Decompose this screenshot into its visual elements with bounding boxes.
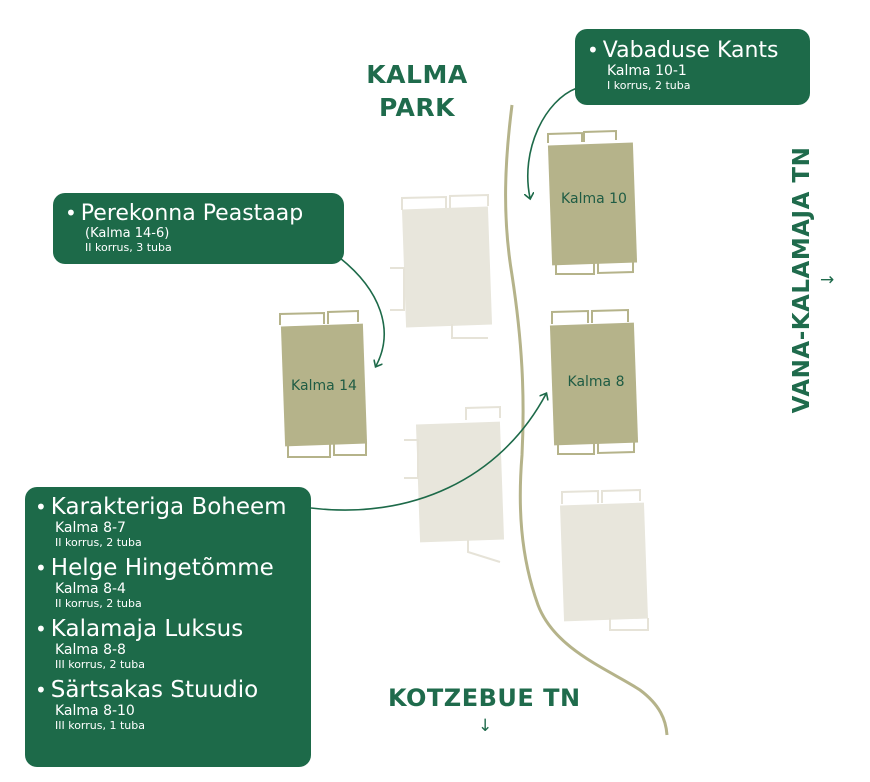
- unit-address: (Kalma 14-6): [85, 226, 170, 241]
- callout-vabaduse-kants[interactable]: Vabaduse Kants Kalma 10-1 I korrus, 2 tu…: [575, 29, 810, 105]
- vana-kalamaja-street-label: VANA-KALAMAJA TN: [789, 146, 815, 414]
- unit-address: Kalma 8-8: [55, 642, 126, 658]
- walking-path: [504, 104, 669, 736]
- unit-title: Perekonna Peastaap: [65, 201, 332, 226]
- building-label-kalma-14: Kalma 14: [291, 378, 357, 394]
- building-kalma-10[interactable]: [547, 129, 638, 275]
- unit-address: Kalma 8-10: [55, 703, 135, 719]
- unit-title: Särtsakas Stuudio: [35, 678, 301, 703]
- building-other-south: [560, 488, 649, 631]
- unit-title: Karakteriga Boheem: [35, 495, 301, 520]
- arrow-perekonna-to-kalma14: [339, 257, 385, 366]
- vana-kalamaja-arrow-icon: →: [820, 270, 835, 290]
- kotzebue-street-label: KOTZEBUE TN: [388, 684, 581, 712]
- arrow-vabaduse-to-kalma10: [528, 87, 578, 198]
- unit-address: Kalma 10-1: [607, 63, 687, 79]
- unit-details: II korrus, 2 tuba: [55, 597, 142, 610]
- unit-karakteriga-boheem[interactable]: Karakteriga Boheem Kalma 8-7 II korrus, …: [35, 495, 301, 550]
- unit-address: Kalma 8-4: [55, 581, 126, 597]
- unit-title: Helge Hingetõmme: [35, 556, 301, 581]
- building-kalma-14[interactable]: [279, 309, 368, 458]
- unit-helge-hingetomme[interactable]: Helge Hingetõmme Kalma 8-4 II korrus, 2 …: [35, 556, 301, 611]
- unit-details: III korrus, 2 tuba: [55, 658, 145, 671]
- kalma-park-label: KALMA PARK: [362, 58, 472, 124]
- kalma-park-label-line2: PARK: [379, 93, 455, 122]
- arrow-kalma8-units-to-kalma8: [310, 394, 546, 511]
- unit-kalamaja-luksus[interactable]: Kalamaja Luksus Kalma 8-8 III korrus, 2 …: [35, 617, 301, 672]
- callout-perekonna-peastaap[interactable]: Perekonna Peastaap (Kalma 14-6) II korru…: [53, 193, 344, 264]
- building-other-north: [390, 193, 493, 339]
- unit-details: III korrus, 1 tuba: [55, 719, 145, 732]
- unit-title: Kalamaja Luksus: [35, 617, 301, 642]
- unit-title: Vabaduse Kants: [587, 38, 798, 63]
- unit-address: Kalma 8-7: [55, 520, 126, 536]
- unit-details: I korrus, 2 tuba: [607, 79, 691, 92]
- kalma-park-label-line1: KALMA: [366, 60, 468, 89]
- building-label-kalma-10: Kalma 10: [561, 191, 627, 207]
- unit-details: II korrus, 2 tuba: [55, 536, 142, 549]
- building-kalma-8[interactable]: [549, 308, 639, 455]
- unit-details: II korrus, 3 tuba: [85, 241, 172, 254]
- building-label-kalma-8: Kalma 8: [567, 374, 625, 390]
- callout-kalma-8-units: Karakteriga Boheem Kalma 8-7 II korrus, …: [25, 487, 311, 767]
- unit-sartsakas-stuudio[interactable]: Särtsakas Stuudio Kalma 8-10 III korrus,…: [35, 678, 301, 733]
- kotzebue-arrow-icon: ↓: [478, 716, 493, 736]
